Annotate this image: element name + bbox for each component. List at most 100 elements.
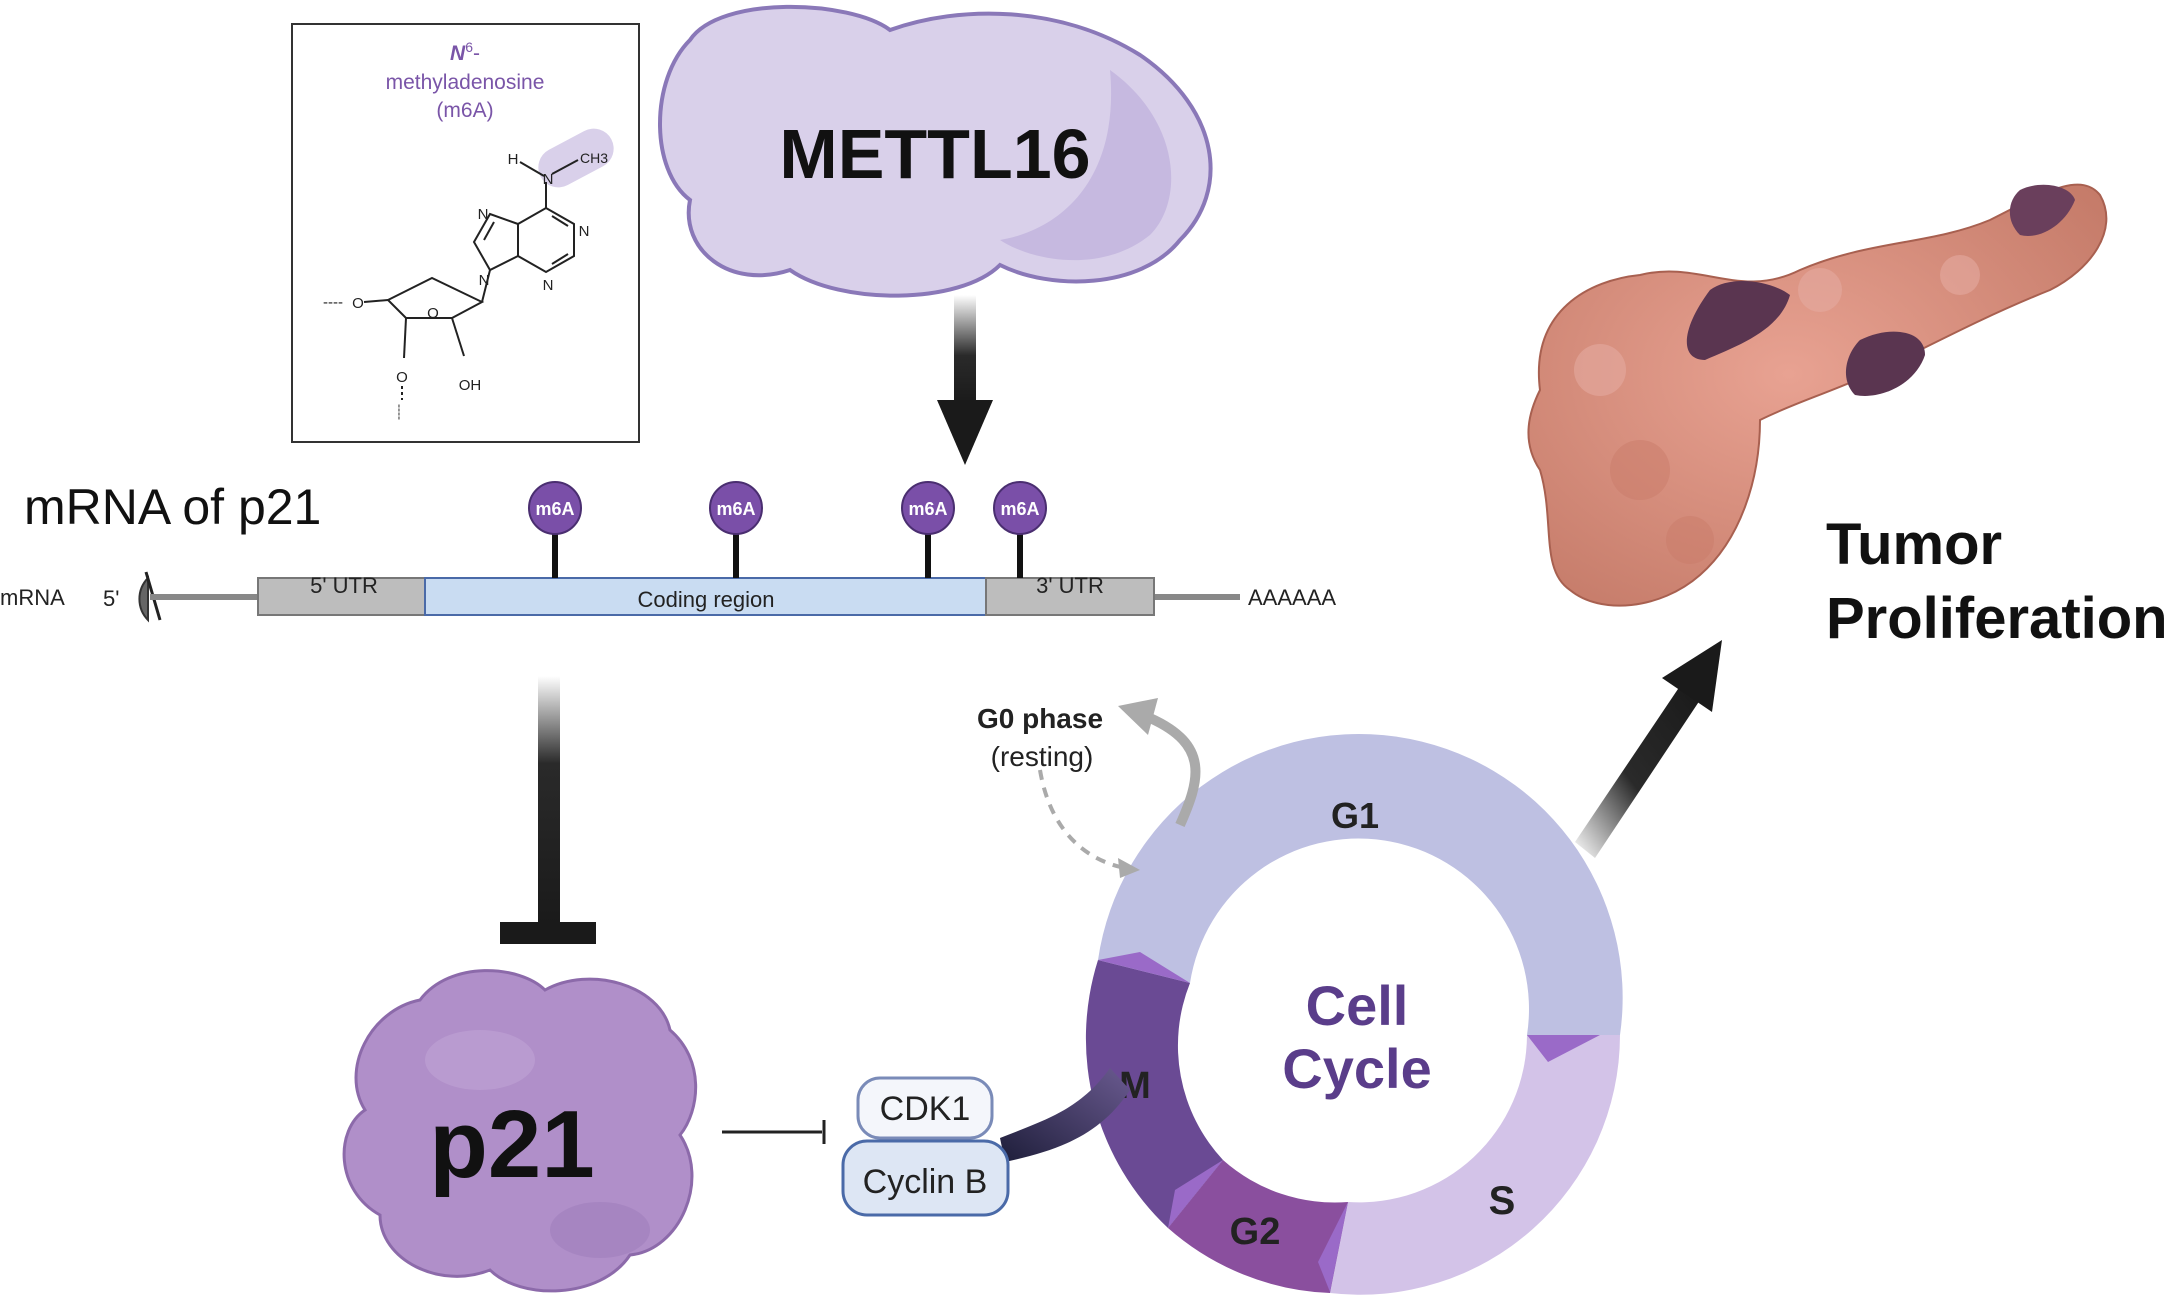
pancreas-tumor-illustration (1527, 183, 2108, 607)
marker-s-g2 (1318, 1202, 1348, 1292)
m6a-pin: m6A (528, 481, 582, 578)
utr3-label: 3' UTR (1036, 573, 1104, 598)
utr3-block (985, 577, 1155, 616)
pancreas-lobule-2 (1610, 440, 1670, 500)
structure-title-line1: N6- (450, 39, 480, 65)
p21-protein: p21 (342, 969, 698, 1293)
cell-cycle-center-line1: Cell (1306, 974, 1409, 1037)
pancreas-body (1527, 183, 2108, 607)
title-italic-n: N (450, 42, 466, 65)
m6a-pin-head (993, 481, 1047, 535)
g0-label: G0 phase (977, 703, 1103, 734)
pancreas-lesion-1 (1686, 280, 1790, 360)
s-phase (1330, 1035, 1620, 1295)
m6a-pin-head (709, 481, 763, 535)
cdk1-link-arm (1000, 1068, 1130, 1162)
m6a-structure-panel: N6- methyladenosine (m6A) H N (291, 23, 640, 443)
inhibition-bar-p21 (500, 676, 596, 944)
molecule-bonds (363, 159, 579, 400)
pancreas-lobule-3 (1798, 268, 1842, 312)
m6a-pin: m6A (901, 481, 955, 578)
five-prime-label: 5' (103, 586, 119, 611)
cell-cycle-ring: G1 S G2 M Cell Cycle (1085, 733, 1623, 1295)
m6a-pin-head (901, 481, 955, 535)
p21-texture (425, 1030, 535, 1090)
cell-cycle-center-line2: Cycle (1282, 1037, 1431, 1100)
pancreas-lobule-5 (1666, 516, 1714, 564)
mettl16-arrow (937, 295, 993, 465)
utr5-label: 5' UTR (310, 573, 378, 598)
bond-dashes-left: ---- (323, 294, 343, 311)
marker-g1-s (1527, 1035, 1600, 1062)
atom-n-bottom: N (543, 277, 554, 294)
title-superscript: 6 (465, 39, 473, 55)
outcome-line1: Tumor (1826, 512, 2002, 577)
bond-dashes-bottom: ---- (393, 404, 407, 420)
cdk1-cyclinb-complex: CDK1 Cyclin B (841, 1076, 1010, 1217)
g2-label: G2 (1230, 1211, 1281, 1253)
polya-tail-label: AAAAAA (1248, 585, 1336, 610)
mrna-construct: mRNA of p21 mRNA 5' 5' UTR Coding region… (0, 479, 1336, 623)
pancreas-lesion-3 (2009, 184, 2075, 236)
mettl16-protein: METTL16 (658, 4, 1213, 298)
mettl16-label: METTL16 (779, 115, 1090, 193)
pancreas-lobule (1574, 344, 1626, 396)
m6a-pin-label: m6A (1000, 499, 1039, 519)
m6a-pin-label: m6A (716, 499, 755, 519)
outcome-line2: Proliferation (1826, 586, 2165, 651)
g0-return-arrow (1038, 769, 1126, 870)
m6a-sites: m6A m6A m6A m6A (528, 481, 1047, 578)
m6a-pin-head (528, 481, 582, 535)
structure-title-line3: (m6A) (436, 99, 493, 122)
mrna-title: mRNA of p21 (24, 479, 321, 535)
atom-n-top-left: N (478, 206, 489, 223)
atom-oh: OH (459, 377, 482, 394)
p21-texture-2 (550, 1202, 650, 1258)
methyl-highlight (538, 128, 614, 188)
g2-phase (1168, 1160, 1348, 1293)
atom-o-5prime: O (352, 295, 364, 312)
g0-cycle-arrows: G0 phase (resting) (977, 698, 1201, 878)
atom-h: H (508, 151, 519, 168)
atom-o-ring: O (427, 305, 439, 322)
pancreas-lobule-4 (1940, 255, 1980, 295)
title-dash: - (473, 42, 480, 65)
coding-region-block (424, 577, 987, 616)
atom-n-right: N (579, 223, 590, 240)
marker-g2-m (1168, 1160, 1223, 1228)
g0-return-arrowhead (1118, 858, 1140, 878)
atom-n-methyl: N (543, 171, 554, 188)
g0-exit-arrow (1147, 713, 1201, 828)
proliferation-arrow (1575, 640, 1722, 858)
m6a-pin: m6A (709, 481, 763, 578)
s-label: S (1489, 1179, 1516, 1223)
g0-text: G0 phase (977, 703, 1103, 734)
m-phase (1085, 960, 1223, 1228)
m6a-pin-label: m6A (535, 499, 574, 519)
structure-title-line2: methyladenosine (386, 71, 545, 94)
atom-n-glyco: N (479, 272, 490, 289)
atom-o-3prime: O (396, 369, 408, 386)
g1-label: G1 (1331, 795, 1379, 836)
g0-exit-arrowhead (1118, 698, 1158, 735)
marker-m-g1 (1098, 952, 1190, 983)
structure-frame (291, 23, 640, 443)
cdk1-box (856, 1076, 994, 1140)
inhibition-p21-cdk1 (722, 1120, 826, 1144)
pancreas-lesion-2 (1845, 331, 1925, 396)
mettl16-shade (1000, 70, 1172, 261)
g1-phase (1098, 733, 1623, 1035)
g1-text: G1 (1331, 795, 1379, 836)
cyclin-b-box (841, 1139, 1010, 1217)
m6a-pin-label: m6A (908, 499, 947, 519)
coding-region-label: Coding region (638, 587, 775, 612)
five-prime-cap-icon (138, 575, 149, 623)
g0-sublabel: (resting) (991, 741, 1094, 772)
p21-label: p21 (429, 1091, 594, 1198)
atom-ch3: CH3 (580, 150, 608, 166)
cyclin-b-label: Cyclin B (863, 1163, 988, 1201)
m6a-pin: m6A (993, 481, 1047, 578)
mrna-left-label: mRNA (0, 585, 65, 610)
cdk1-label: CDK1 (880, 1090, 971, 1128)
